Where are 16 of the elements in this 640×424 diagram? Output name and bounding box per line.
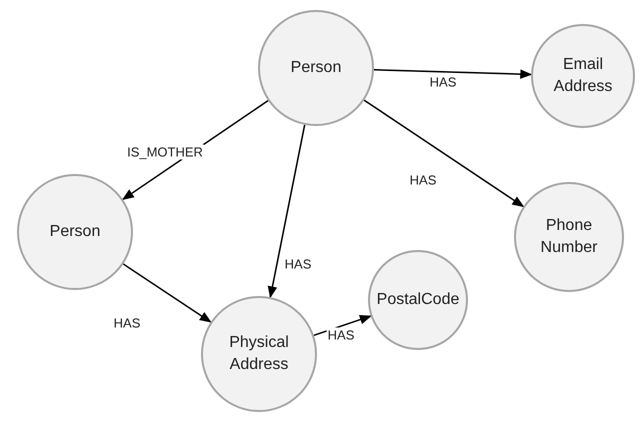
arrow [364,100,524,208]
arrow [122,263,212,323]
arrow [268,124,306,298]
node-label: Person [48,222,102,242]
arrow [374,68,532,79]
node-label: Person [290,58,342,78]
node-label: Phone Number [540,216,598,258]
edge-label: IS_MOTHER [126,144,204,160]
edge-label: HAS [408,172,438,188]
node-label: PostalCode [376,290,460,310]
edge-label: HAS [428,74,458,90]
edge-label: HAS [284,256,312,272]
edge-label: HAS [326,328,356,342]
node-label: Physical Address [228,333,290,375]
edge-label: HAS [112,316,142,330]
node-label: Email Address [552,55,614,97]
